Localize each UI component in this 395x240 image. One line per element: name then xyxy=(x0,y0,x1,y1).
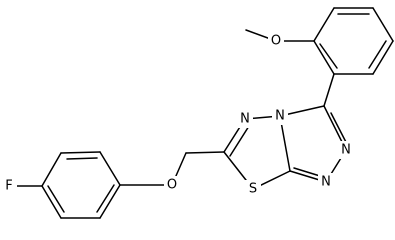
bond-layer xyxy=(15,7,394,219)
bond xyxy=(313,7,335,42)
bond xyxy=(372,40,394,75)
bridgehead-nitrogen-label: N xyxy=(275,109,285,124)
atom-layer: F O O S N N N N xyxy=(1,32,354,198)
fluorine-atom: F xyxy=(1,177,17,195)
bond xyxy=(185,151,225,154)
ether-oxygen-atom: O xyxy=(164,176,180,194)
chemical-structure-diagram: F O O S N N N N xyxy=(1,7,394,219)
bond xyxy=(368,40,387,69)
bond xyxy=(96,184,115,213)
bond xyxy=(323,73,335,107)
bond xyxy=(313,40,335,75)
methoxy-oxygen-atom: O xyxy=(268,32,284,50)
triazole-upper-nitrogen-label: N xyxy=(341,143,351,158)
bond xyxy=(41,185,62,219)
thiadiazole-nitrogen-atom: N xyxy=(237,110,253,128)
sulfur-label: S xyxy=(249,182,257,197)
triazole-lower-nitrogen-label: N xyxy=(321,175,331,190)
structure-canvas: F O O S N N N N xyxy=(1,7,394,219)
bond xyxy=(99,151,121,186)
bond xyxy=(41,152,62,187)
thiadiazole-nitrogen-label: N xyxy=(240,112,250,127)
sulfur-atom: S xyxy=(245,180,261,198)
bond xyxy=(372,7,394,42)
bridgehead-nitrogen-atom: N xyxy=(272,107,288,125)
triazole-lower-nitrogen-atom: N xyxy=(318,173,334,191)
ether-oxygen-label: O xyxy=(167,178,177,193)
bond xyxy=(279,115,291,172)
bond xyxy=(229,125,250,157)
triazole-upper-nitrogen-atom: N xyxy=(338,141,354,159)
fluorine-label: F xyxy=(5,179,12,194)
bond xyxy=(66,157,98,160)
methoxy-oxygen-label: O xyxy=(271,34,281,49)
bond xyxy=(293,167,321,177)
bond xyxy=(47,185,65,213)
bond xyxy=(319,43,338,69)
bond xyxy=(60,151,101,154)
bond xyxy=(99,184,121,219)
